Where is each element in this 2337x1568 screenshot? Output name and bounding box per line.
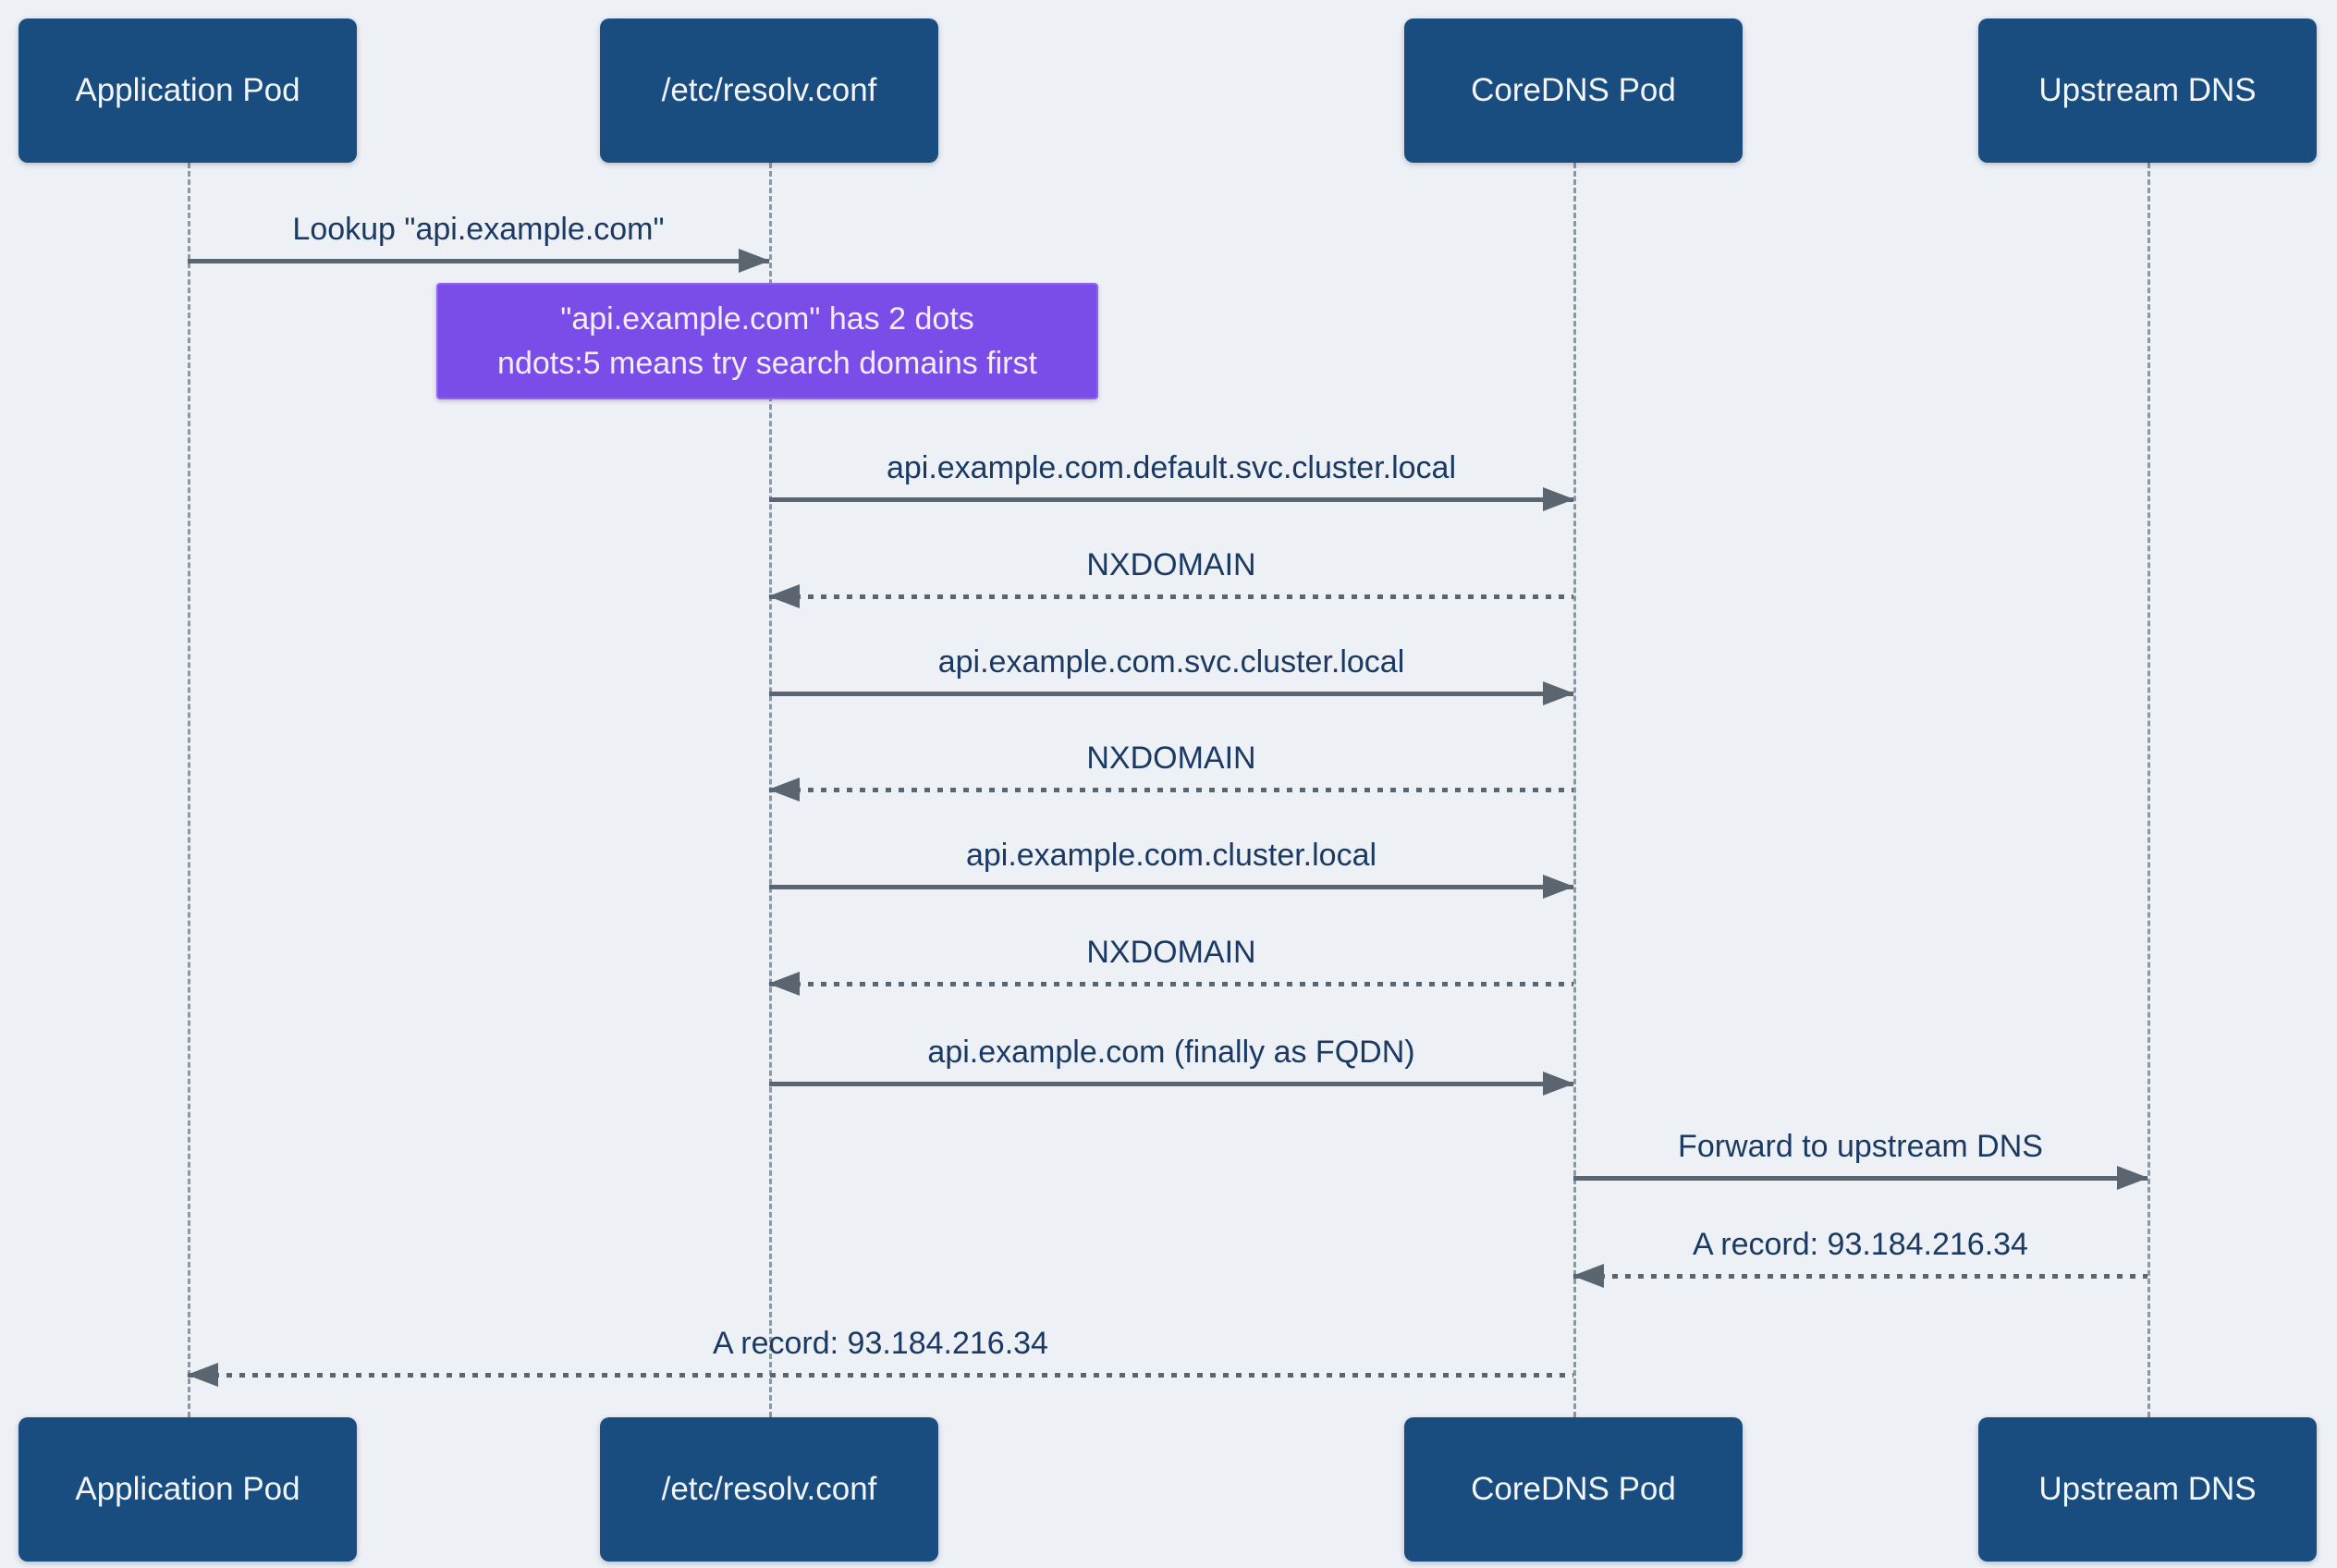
arrowhead-left-icon <box>768 778 800 802</box>
arrow-line-dotted <box>1573 1274 2147 1279</box>
arrow-line-dotted <box>188 1373 1573 1378</box>
message-label: api.example.com (finally as FQDN) <box>927 1035 1415 1070</box>
message-label: NXDOMAIN <box>1086 741 1256 776</box>
message-label: A record: 93.184.216.34 <box>1693 1227 2028 1262</box>
arrow-line-dotted <box>769 788 1573 792</box>
arrow-line-dotted <box>769 594 1573 599</box>
arrow-line <box>769 1082 1573 1086</box>
actor-coredns-pod-top: CoreDNS Pod <box>1404 18 1743 163</box>
actor-label: Application Pod <box>75 72 300 108</box>
arrowhead-left-icon <box>1572 1264 1604 1288</box>
arrowhead-left-icon <box>768 584 800 608</box>
actor-application-pod-top: Application Pod <box>18 18 357 163</box>
actor-etc-resolv-conf-bottom: /etc/resolv.conf <box>600 1417 938 1562</box>
arrow-line <box>769 497 1573 502</box>
arrow-line-dotted <box>769 982 1573 986</box>
arrowhead-right-icon <box>2117 1166 2148 1190</box>
arrow-line <box>188 259 769 263</box>
message-label: api.example.com.default.svc.cluster.loca… <box>886 450 1457 485</box>
actor-label: Upstream DNS <box>2038 1471 2257 1507</box>
lifeline-coredns-pod <box>1573 163 1576 1417</box>
note-ndots-explanation: "api.example.com" has 2 dots ndots:5 mea… <box>436 283 1098 399</box>
arrowhead-right-icon <box>739 249 770 273</box>
arrowhead-right-icon <box>1543 1072 1574 1096</box>
actor-upstream-dns-bottom: Upstream DNS <box>1978 1417 2317 1562</box>
actor-label: CoreDNS Pod <box>1471 72 1676 108</box>
arrow-line <box>1573 1176 2147 1181</box>
note-line-2: ndots:5 means try search domains first <box>497 346 1037 381</box>
actor-label: Application Pod <box>75 1471 300 1507</box>
message-label: NXDOMAIN <box>1086 935 1256 970</box>
arrowhead-left-icon <box>768 972 800 996</box>
actor-label: Upstream DNS <box>2038 72 2257 108</box>
actor-upstream-dns-top: Upstream DNS <box>1978 18 2317 163</box>
message-label: Forward to upstream DNS <box>1678 1129 2043 1164</box>
actor-application-pod-bottom: Application Pod <box>18 1417 357 1562</box>
message-label: api.example.com.svc.cluster.local <box>937 644 1405 680</box>
arrowhead-right-icon <box>1543 487 1574 511</box>
message-label: A record: 93.184.216.34 <box>713 1326 1048 1361</box>
actor-label: CoreDNS Pod <box>1471 1471 1676 1507</box>
arrow-line <box>769 885 1573 889</box>
arrowhead-right-icon <box>1543 875 1574 899</box>
message-label: Lookup "api.example.com" <box>292 212 665 247</box>
lifeline-upstream-dns <box>2147 163 2150 1417</box>
actor-label: /etc/resolv.conf <box>661 1471 877 1507</box>
arrow-line <box>769 692 1573 696</box>
lifeline-application-pod <box>188 163 190 1417</box>
actor-label: /etc/resolv.conf <box>661 72 877 108</box>
message-label: NXDOMAIN <box>1086 547 1256 582</box>
arrowhead-left-icon <box>187 1363 218 1387</box>
note-line-1: "api.example.com" has 2 dots <box>560 300 974 337</box>
arrowhead-right-icon <box>1543 681 1574 705</box>
actor-etc-resolv-conf-top: /etc/resolv.conf <box>600 18 938 163</box>
message-label: api.example.com.cluster.local <box>965 838 1377 873</box>
actor-coredns-pod-bottom: CoreDNS Pod <box>1404 1417 1743 1562</box>
